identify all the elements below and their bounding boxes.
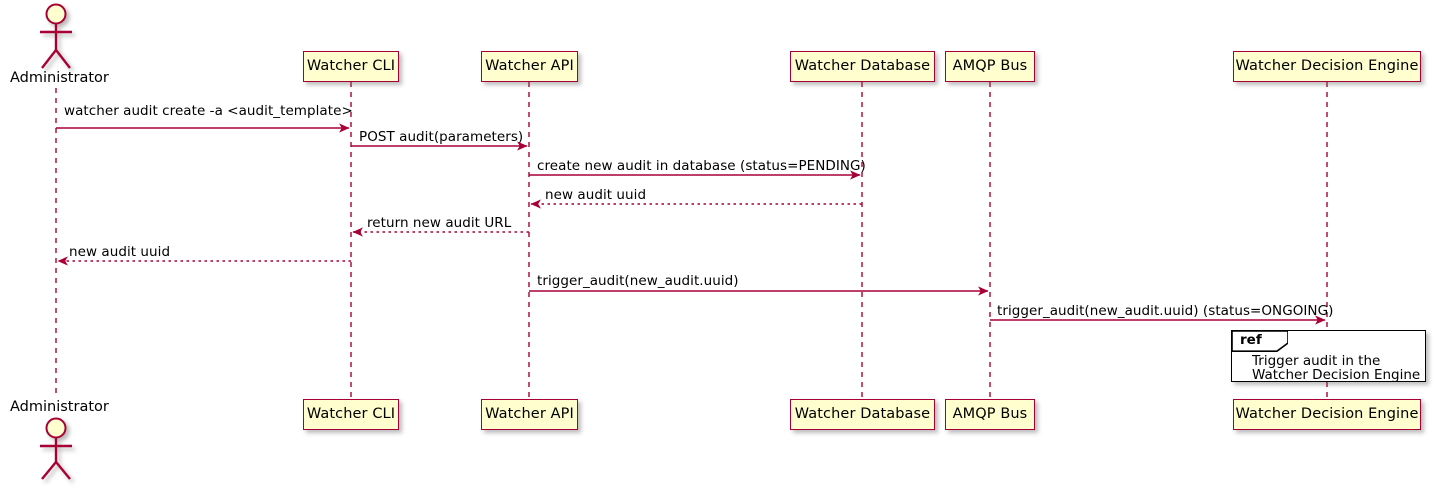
actor-label-administrator-top: Administrator <box>10 71 109 86</box>
actor-administrator-bottom <box>40 417 72 480</box>
participant-box-watcher-database-bottom[interactable]: Watcher Database <box>790 399 935 430</box>
participant-label: Watcher API <box>485 58 574 75</box>
participant-box-amqp-bus-bottom[interactable]: AMQP Bus <box>945 399 1035 430</box>
message-label-8: trigger_audit(new_audit.uuid) (status=ON… <box>997 303 1334 319</box>
message-label-7: trigger_audit(new_audit.uuid) <box>537 273 739 289</box>
participant-box-watcher-decision-engine-bottom[interactable]: Watcher Decision Engine <box>1233 399 1421 430</box>
ref-fragment[interactable]: ref Trigger audit in the Watcher Decisio… <box>1231 330 1426 383</box>
ref-body-line-1: Trigger audit in the <box>1252 353 1381 369</box>
actor-name: Administrator <box>10 399 109 415</box>
message-label-5: return new audit URL <box>367 215 512 231</box>
message-arrows <box>56 123 1326 325</box>
participant-label: Watcher Database <box>794 58 931 75</box>
participant-label: Watcher Decision Engine <box>1235 406 1419 423</box>
participant-box-watcher-cli-top[interactable]: Watcher CLI <box>303 51 399 82</box>
message-label-6: new audit uuid <box>69 244 171 260</box>
participant-label: Watcher API <box>485 406 574 423</box>
actor-label-administrator-bottom: Administrator <box>10 400 109 415</box>
participant-box-watcher-database-top[interactable]: Watcher Database <box>790 51 935 82</box>
message-label-3: create new audit in database (status=PEN… <box>537 158 866 174</box>
participant-label: AMQP Bus <box>952 58 1028 75</box>
participant-label: Watcher CLI <box>306 58 396 75</box>
ref-keyword-label: ref <box>1240 332 1262 348</box>
message-label-4: new audit uuid <box>545 187 647 203</box>
actor-administrator-top <box>40 3 72 69</box>
participant-box-watcher-api-top[interactable]: Watcher API <box>481 51 578 82</box>
participant-label: Watcher CLI <box>306 406 396 423</box>
participant-label: Watcher Database <box>794 406 931 423</box>
participant-box-watcher-decision-engine-top[interactable]: Watcher Decision Engine <box>1233 51 1421 82</box>
ref-tab-shape <box>1232 331 1288 352</box>
actor-name: Administrator <box>10 70 109 86</box>
message-label-2: POST audit(parameters) <box>359 129 524 145</box>
participant-box-watcher-api-bottom[interactable]: Watcher API <box>481 399 578 430</box>
participant-box-watcher-cli-bottom[interactable]: Watcher CLI <box>303 399 399 430</box>
ref-body-line-2: Watcher Decision Engine <box>1252 367 1421 383</box>
participant-label: Watcher Decision Engine <box>1235 58 1419 75</box>
lifelines <box>55 82 1328 398</box>
message-label-1: watcher audit create -a <audit_template> <box>64 103 353 119</box>
participant-label: AMQP Bus <box>952 406 1028 423</box>
participant-box-amqp-bus-top[interactable]: AMQP Bus <box>945 51 1035 82</box>
